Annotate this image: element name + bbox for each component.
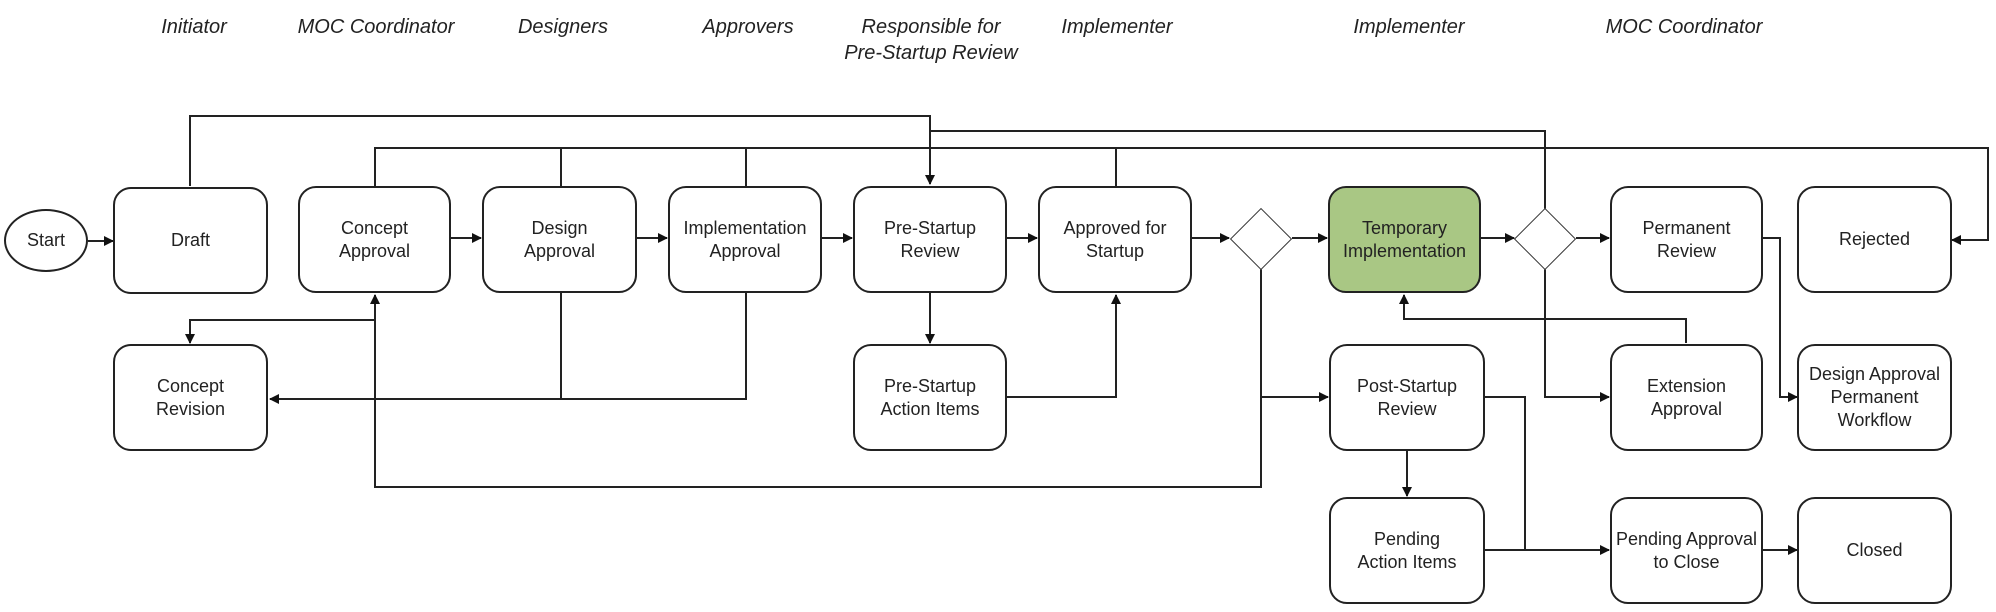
edge-diamond1-poststartup bbox=[1260, 269, 1329, 402]
edge-extension-temporary bbox=[1399, 294, 1687, 343]
state-permanent-review: Permanent Review bbox=[1610, 186, 1763, 293]
edge-poststartup-close bbox=[1484, 396, 1526, 550]
role-implementer: Implementer bbox=[1061, 16, 1173, 38]
role-implementer-2: Implementer bbox=[1353, 16, 1465, 38]
role-prestartup-responsible: Responsible for Pre-Startup Review bbox=[844, 16, 1018, 64]
state-concept-revision: Concept Revision bbox=[113, 344, 268, 451]
state-prestartup-action-items: Pre-Startup Action Items bbox=[853, 344, 1007, 451]
edge-permanent-dapw bbox=[1762, 237, 1798, 402]
state-pending-approval-to-close: Pending Approval to Close bbox=[1610, 497, 1763, 604]
role-initiator: Initiator bbox=[161, 16, 227, 38]
state-temporary-implementation: Temporary Implementation bbox=[1328, 186, 1481, 293]
state-concept-approval: Concept Approval bbox=[298, 186, 451, 293]
state-prestartup-review: Pre-Startup Review bbox=[853, 186, 1007, 293]
state-design-approval-permanent-workflow: Design Approval Permanent Workflow bbox=[1797, 344, 1952, 451]
edge-diamond2-extension bbox=[1544, 269, 1610, 402]
role-approvers: Approvers bbox=[702, 16, 794, 38]
edge-implementation-revision bbox=[269, 290, 747, 404]
state-design-approval: Design Approval bbox=[482, 186, 637, 293]
state-approved-for-startup: Approved for Startup bbox=[1038, 186, 1192, 293]
start-node: Start bbox=[4, 209, 88, 272]
state-extension-approval: Extension Approval bbox=[1610, 344, 1763, 451]
state-closed: Closed bbox=[1797, 497, 1952, 604]
role-designers: Designers bbox=[517, 16, 609, 38]
edge-bus-rejected bbox=[374, 147, 1989, 245]
edge-concept-revision bbox=[185, 319, 375, 344]
edge-diamond2-bus bbox=[930, 130, 1546, 210]
state-poststartup-review: Post-Startup Review bbox=[1329, 344, 1485, 451]
state-pending-action-items: Pending Action Items bbox=[1329, 497, 1485, 604]
edge-diamond1-concept bbox=[374, 384, 1262, 488]
edge-draft-prestartup bbox=[189, 115, 935, 186]
state-draft: Draft bbox=[113, 187, 268, 294]
state-rejected: Rejected bbox=[1797, 186, 1952, 293]
state-implementation-approval: Implementation Approval bbox=[668, 186, 822, 293]
role-moc-coordinator-2: MOC Coordinator bbox=[1605, 16, 1763, 38]
edge-actionitems-approved bbox=[1006, 294, 1121, 398]
role-moc-coordinator: MOC Coordinator bbox=[297, 16, 455, 38]
